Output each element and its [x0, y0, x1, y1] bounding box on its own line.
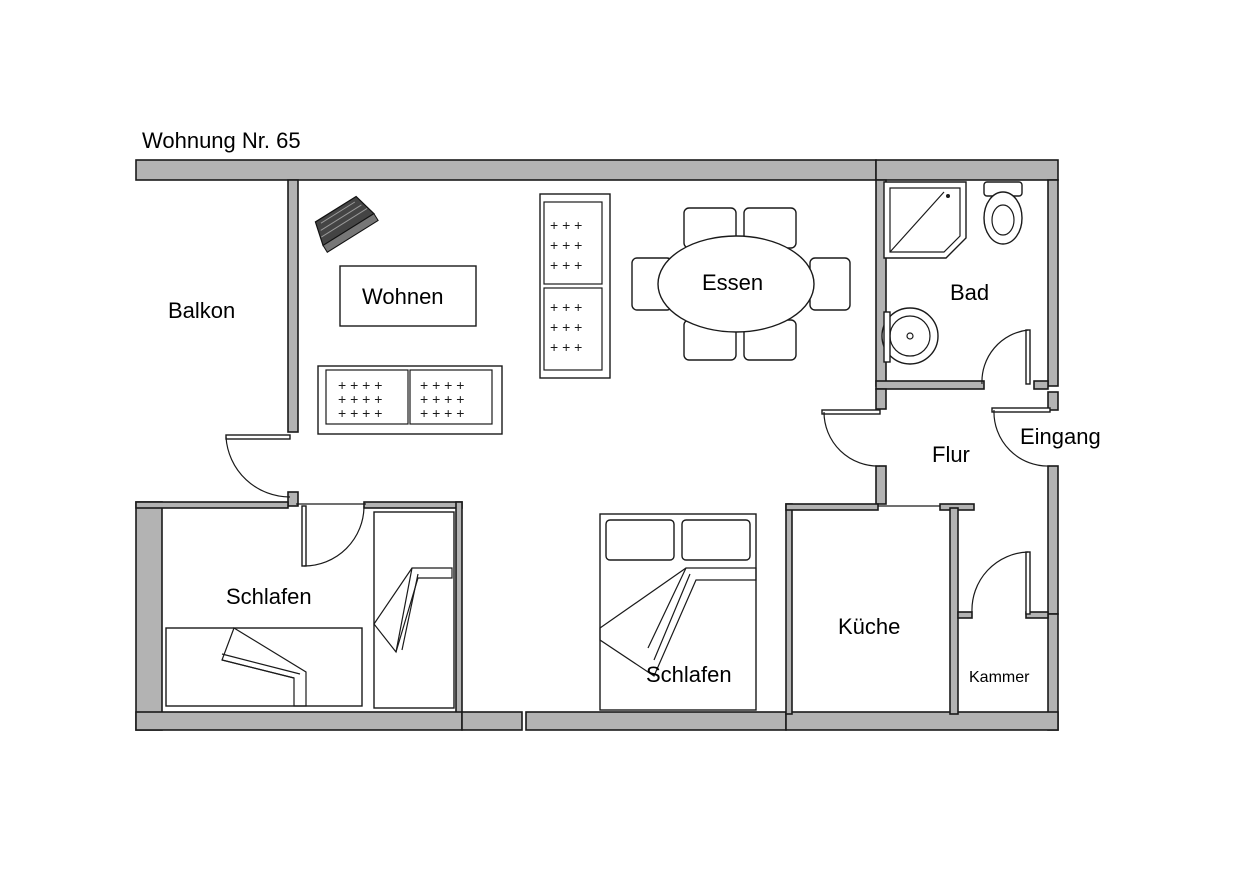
svg-text:+ + + +: + + + + — [338, 405, 382, 421]
lamp-icon — [314, 195, 379, 253]
balcony-door — [225, 434, 291, 498]
right-outer-wall-top — [1047, 179, 1059, 387]
bottom-wall-bedroom — [135, 711, 463, 731]
storage-door — [971, 551, 1031, 615]
balcony-divider-wall — [287, 179, 299, 433]
sofa-vertical: + + + + + + + + + + + + + + + + + + — [539, 193, 611, 379]
sink-icon — [881, 307, 939, 365]
bed-left-horizontal — [165, 627, 363, 707]
plan-title: Wohnung Nr. 65 — [142, 128, 301, 153]
bathroom-door — [981, 329, 1031, 385]
hall-left-wall-top — [875, 388, 887, 410]
svg-text:+ + +: + + + — [550, 339, 582, 355]
svg-text:+ + + +: + + + + — [420, 377, 464, 393]
dining-table — [657, 235, 815, 333]
bedroom-door — [296, 503, 366, 567]
bathroom-fixtures — [881, 181, 1023, 365]
svg-text:+ + + +: + + + + — [420, 391, 464, 407]
svg-text:+ + +: + + + — [550, 217, 582, 233]
storage-top-wall — [957, 611, 973, 619]
shower-icon — [883, 181, 967, 259]
room-label-kammer: Kammer — [969, 669, 1030, 686]
room-label-flur: Flur — [932, 442, 970, 467]
room-label-wohnen: Wohnen — [362, 284, 444, 309]
room-labels: Balkon Wohnen Essen Bad Flur Eingang Sch… — [168, 270, 1101, 687]
bed-left-vertical — [373, 511, 455, 709]
kitchen-right-wall — [949, 507, 959, 715]
bedroom-top-wall — [135, 501, 289, 509]
small-bedroom-beds — [165, 511, 455, 709]
bottom-wall-segment-2 — [461, 711, 523, 731]
bedroom-top-wall-right — [363, 501, 463, 509]
dining-set — [631, 207, 851, 361]
room-label-schlafen-left: Schlafen — [226, 584, 312, 609]
kitchen-left-wall — [785, 503, 793, 715]
bottom-wall-segment-4 — [785, 711, 1059, 731]
room-label-bad: Bad — [950, 280, 989, 305]
bottom-wall-segment-3 — [525, 711, 787, 731]
svg-text:+ + +: + + + — [550, 257, 582, 273]
top-wall-bath — [875, 159, 1059, 181]
room-label-schlafen-right: Schlafen — [646, 662, 732, 687]
bath-bottom-wall-right — [1033, 380, 1049, 390]
sofa-horizontal: + + + + + + + + + + + + + + + + + + + + … — [317, 365, 503, 435]
coffee-table — [339, 265, 477, 327]
hall-left-wall-bottom — [875, 465, 887, 505]
bedroom-right-wall — [455, 501, 463, 715]
right-outer-wall-low — [1047, 465, 1059, 615]
top-wall-left — [135, 159, 877, 181]
bedroom-left-outer-wall — [135, 501, 163, 731]
svg-text:+ + +: + + + — [550, 237, 582, 253]
balcony-divider-stub — [287, 491, 299, 507]
double-bed — [599, 513, 757, 711]
doors — [225, 329, 1051, 615]
storage-top-wall-right — [1025, 611, 1049, 619]
svg-text:+ + +: + + + — [550, 299, 582, 315]
room-label-balkon: Balkon — [168, 298, 235, 323]
room-label-kueche: Küche — [838, 614, 900, 639]
svg-text:+ + + +: + + + + — [338, 377, 382, 393]
room-label-eingang: Eingang — [1020, 424, 1101, 449]
entrance-door — [991, 407, 1051, 467]
toilet-icon — [983, 181, 1023, 245]
svg-text:+ + + +: + + + + — [420, 405, 464, 421]
walls — [135, 159, 1059, 731]
living-furniture: + + + + + + + + + + + + + + + + + + + + … — [314, 193, 851, 435]
hall-door — [821, 409, 881, 467]
kitchen-top-wall — [785, 503, 879, 511]
room-label-essen: Essen — [702, 270, 763, 295]
svg-text:+ + +: + + + — [550, 319, 582, 335]
svg-text:+ + + +: + + + + — [338, 391, 382, 407]
right-outer-wall-mid — [1047, 391, 1059, 411]
bath-bottom-wall — [875, 380, 985, 390]
